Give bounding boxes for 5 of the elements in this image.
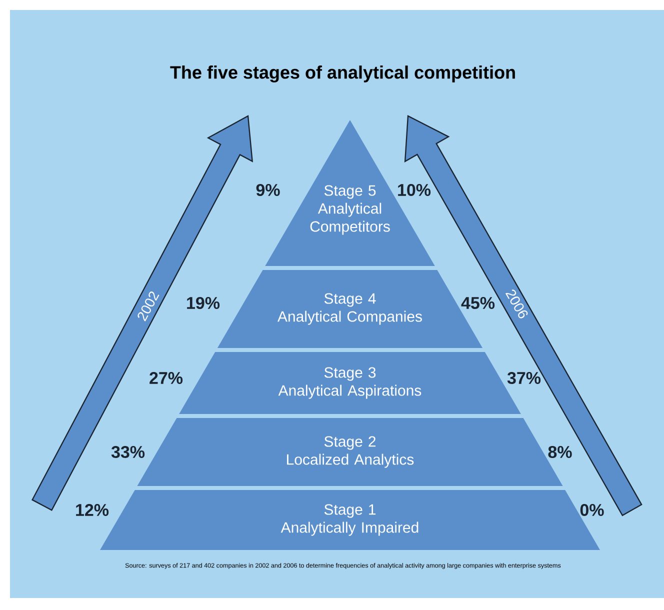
- title: The five stages of analytical competition: [170, 66, 515, 82]
- year-label: 2002: [138, 292, 160, 322]
- year-label: 2006: [505, 290, 528, 318]
- percentage: 10%: [398, 184, 431, 196]
- percentage: 19%: [187, 296, 220, 309]
